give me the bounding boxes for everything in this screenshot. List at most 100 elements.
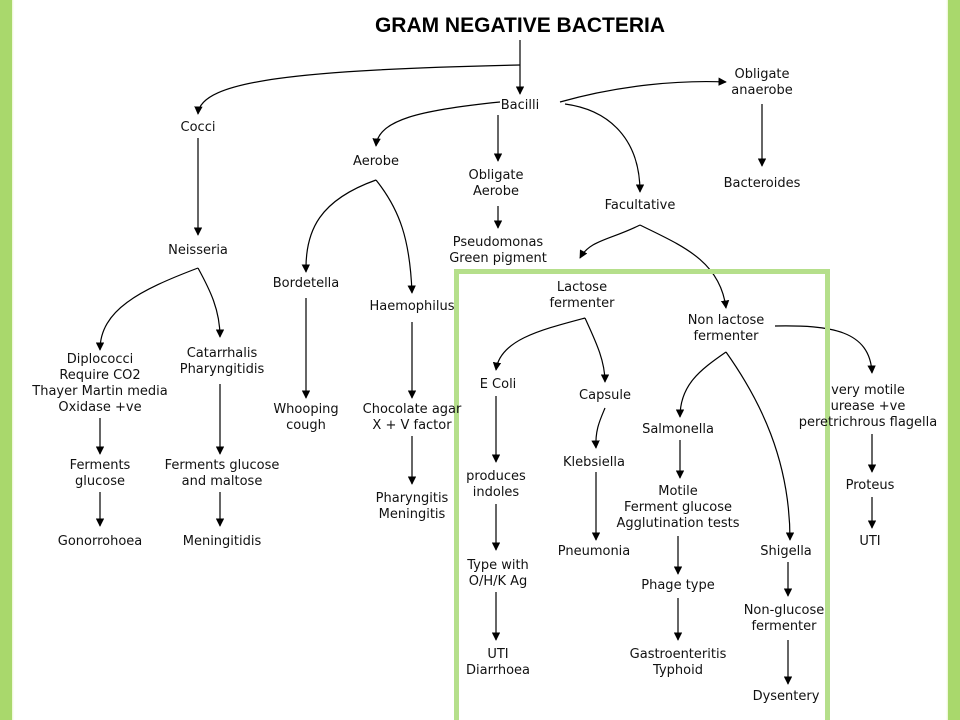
node-line: fermenter xyxy=(549,296,615,311)
node-line: Ferments glucose xyxy=(164,458,280,473)
node-line: very motile xyxy=(831,383,905,398)
node-line: Haemophilus xyxy=(369,299,455,314)
node-aerobe: Aerobe xyxy=(353,154,399,170)
node-line: Klebsiella xyxy=(563,455,625,470)
node-pneumonia: Pneumonia xyxy=(558,544,631,560)
node-line: Ferments xyxy=(69,458,131,473)
slide-background xyxy=(14,0,946,720)
node-shigella: Shigella xyxy=(760,544,812,560)
node-salmonella: Salmonella xyxy=(642,422,714,438)
node-line: Dysentery xyxy=(752,689,820,704)
diagram-title: GRAM NEGATIVE BACTERIA xyxy=(374,14,666,37)
node-line: glucose xyxy=(75,474,125,489)
node-line: Non lactose xyxy=(687,313,765,328)
left-accent-bar xyxy=(0,0,12,720)
node-line: Lactose xyxy=(556,280,608,295)
node-line: Meningitis xyxy=(378,507,446,522)
node-line: Whooping xyxy=(273,402,339,417)
node-line: UTI xyxy=(487,647,509,662)
node-line: Neisseria xyxy=(168,243,228,258)
node-bacteroides: Bacteroides xyxy=(724,176,801,192)
node-line: Type with xyxy=(467,558,529,573)
node-phage-type: Phage type xyxy=(641,578,714,594)
node-line: Bordetella xyxy=(272,276,340,291)
node-line: urease +ve xyxy=(830,399,906,414)
node-e-coli: E Coli xyxy=(480,377,517,393)
node-gonorrohoea: Gonorrohoea xyxy=(58,534,143,550)
node-line: Catarrhalis xyxy=(186,346,258,361)
node-line: Require CO2 xyxy=(59,368,141,383)
node-meningitidis: Meningitidis xyxy=(183,534,262,550)
right-accent-bar xyxy=(948,0,960,720)
node-line: Oxidase +ve xyxy=(58,400,142,415)
node-line: Capsule xyxy=(579,388,631,403)
node-facultative: Facultative xyxy=(605,198,676,214)
node-line: Typhoid xyxy=(653,663,703,678)
node-line: Pseudomonas xyxy=(452,235,544,250)
node-line: Obligate xyxy=(734,67,790,82)
node-line: Diarrhoea xyxy=(466,663,530,678)
node-line: X + V factor xyxy=(372,418,452,433)
node-line: Obligate xyxy=(468,168,524,183)
node-line: Agglutination tests xyxy=(616,516,740,531)
node-line: Proteus xyxy=(845,478,895,493)
node-line: produces xyxy=(466,469,526,484)
node-line: Diplococci xyxy=(66,352,134,367)
node-line: Ferment glucose xyxy=(624,500,732,515)
node-line: Meningitidis xyxy=(182,534,262,549)
node-line: Salmonella xyxy=(642,422,714,437)
node-line: fermenter xyxy=(693,329,759,344)
node-line: cough xyxy=(286,418,326,433)
node-line: Motile xyxy=(658,484,698,499)
node-neisseria: Neisseria xyxy=(168,243,228,259)
node-line: peretrichrous flagella xyxy=(798,415,938,430)
node-line: Shigella xyxy=(760,544,812,559)
node-line: Chocolate agar xyxy=(362,402,462,417)
node-line: Green pigment xyxy=(449,251,547,266)
node-line: and maltose xyxy=(181,474,263,489)
node-klebsiella: Klebsiella xyxy=(563,455,625,471)
node-dysentery: Dysentery xyxy=(753,689,820,705)
node-line: Facultative xyxy=(604,198,676,213)
node-line: Thayer Martin media xyxy=(32,384,168,399)
node-line: indoles xyxy=(472,485,520,500)
node-line: Aerobe xyxy=(473,184,519,199)
node-line: UTI xyxy=(859,534,881,549)
node-line: Aerobe xyxy=(353,154,399,169)
node-line: Phage type xyxy=(641,578,715,593)
node-line: E Coli xyxy=(479,377,517,392)
node-line: Bacteroides xyxy=(723,176,801,191)
node-line: Bacilli xyxy=(500,98,540,113)
node-cocci: Cocci xyxy=(181,120,216,136)
node-line: Pneumonia xyxy=(557,544,631,559)
node-line: Gonorrohoea xyxy=(57,534,143,549)
node-bordetella: Bordetella xyxy=(273,276,340,292)
node-line: Gastroenteritis xyxy=(629,647,727,662)
node-line: O/H/K Ag xyxy=(468,574,528,589)
node-uti-proteus: UTI xyxy=(859,534,880,550)
node-capsule: Capsule xyxy=(579,388,631,404)
node-proteus: Proteus xyxy=(846,478,895,494)
node-haemophilus: Haemophilus xyxy=(369,299,454,315)
node-bacilli: Bacilli xyxy=(501,98,539,114)
node-line: Cocci xyxy=(180,120,216,135)
